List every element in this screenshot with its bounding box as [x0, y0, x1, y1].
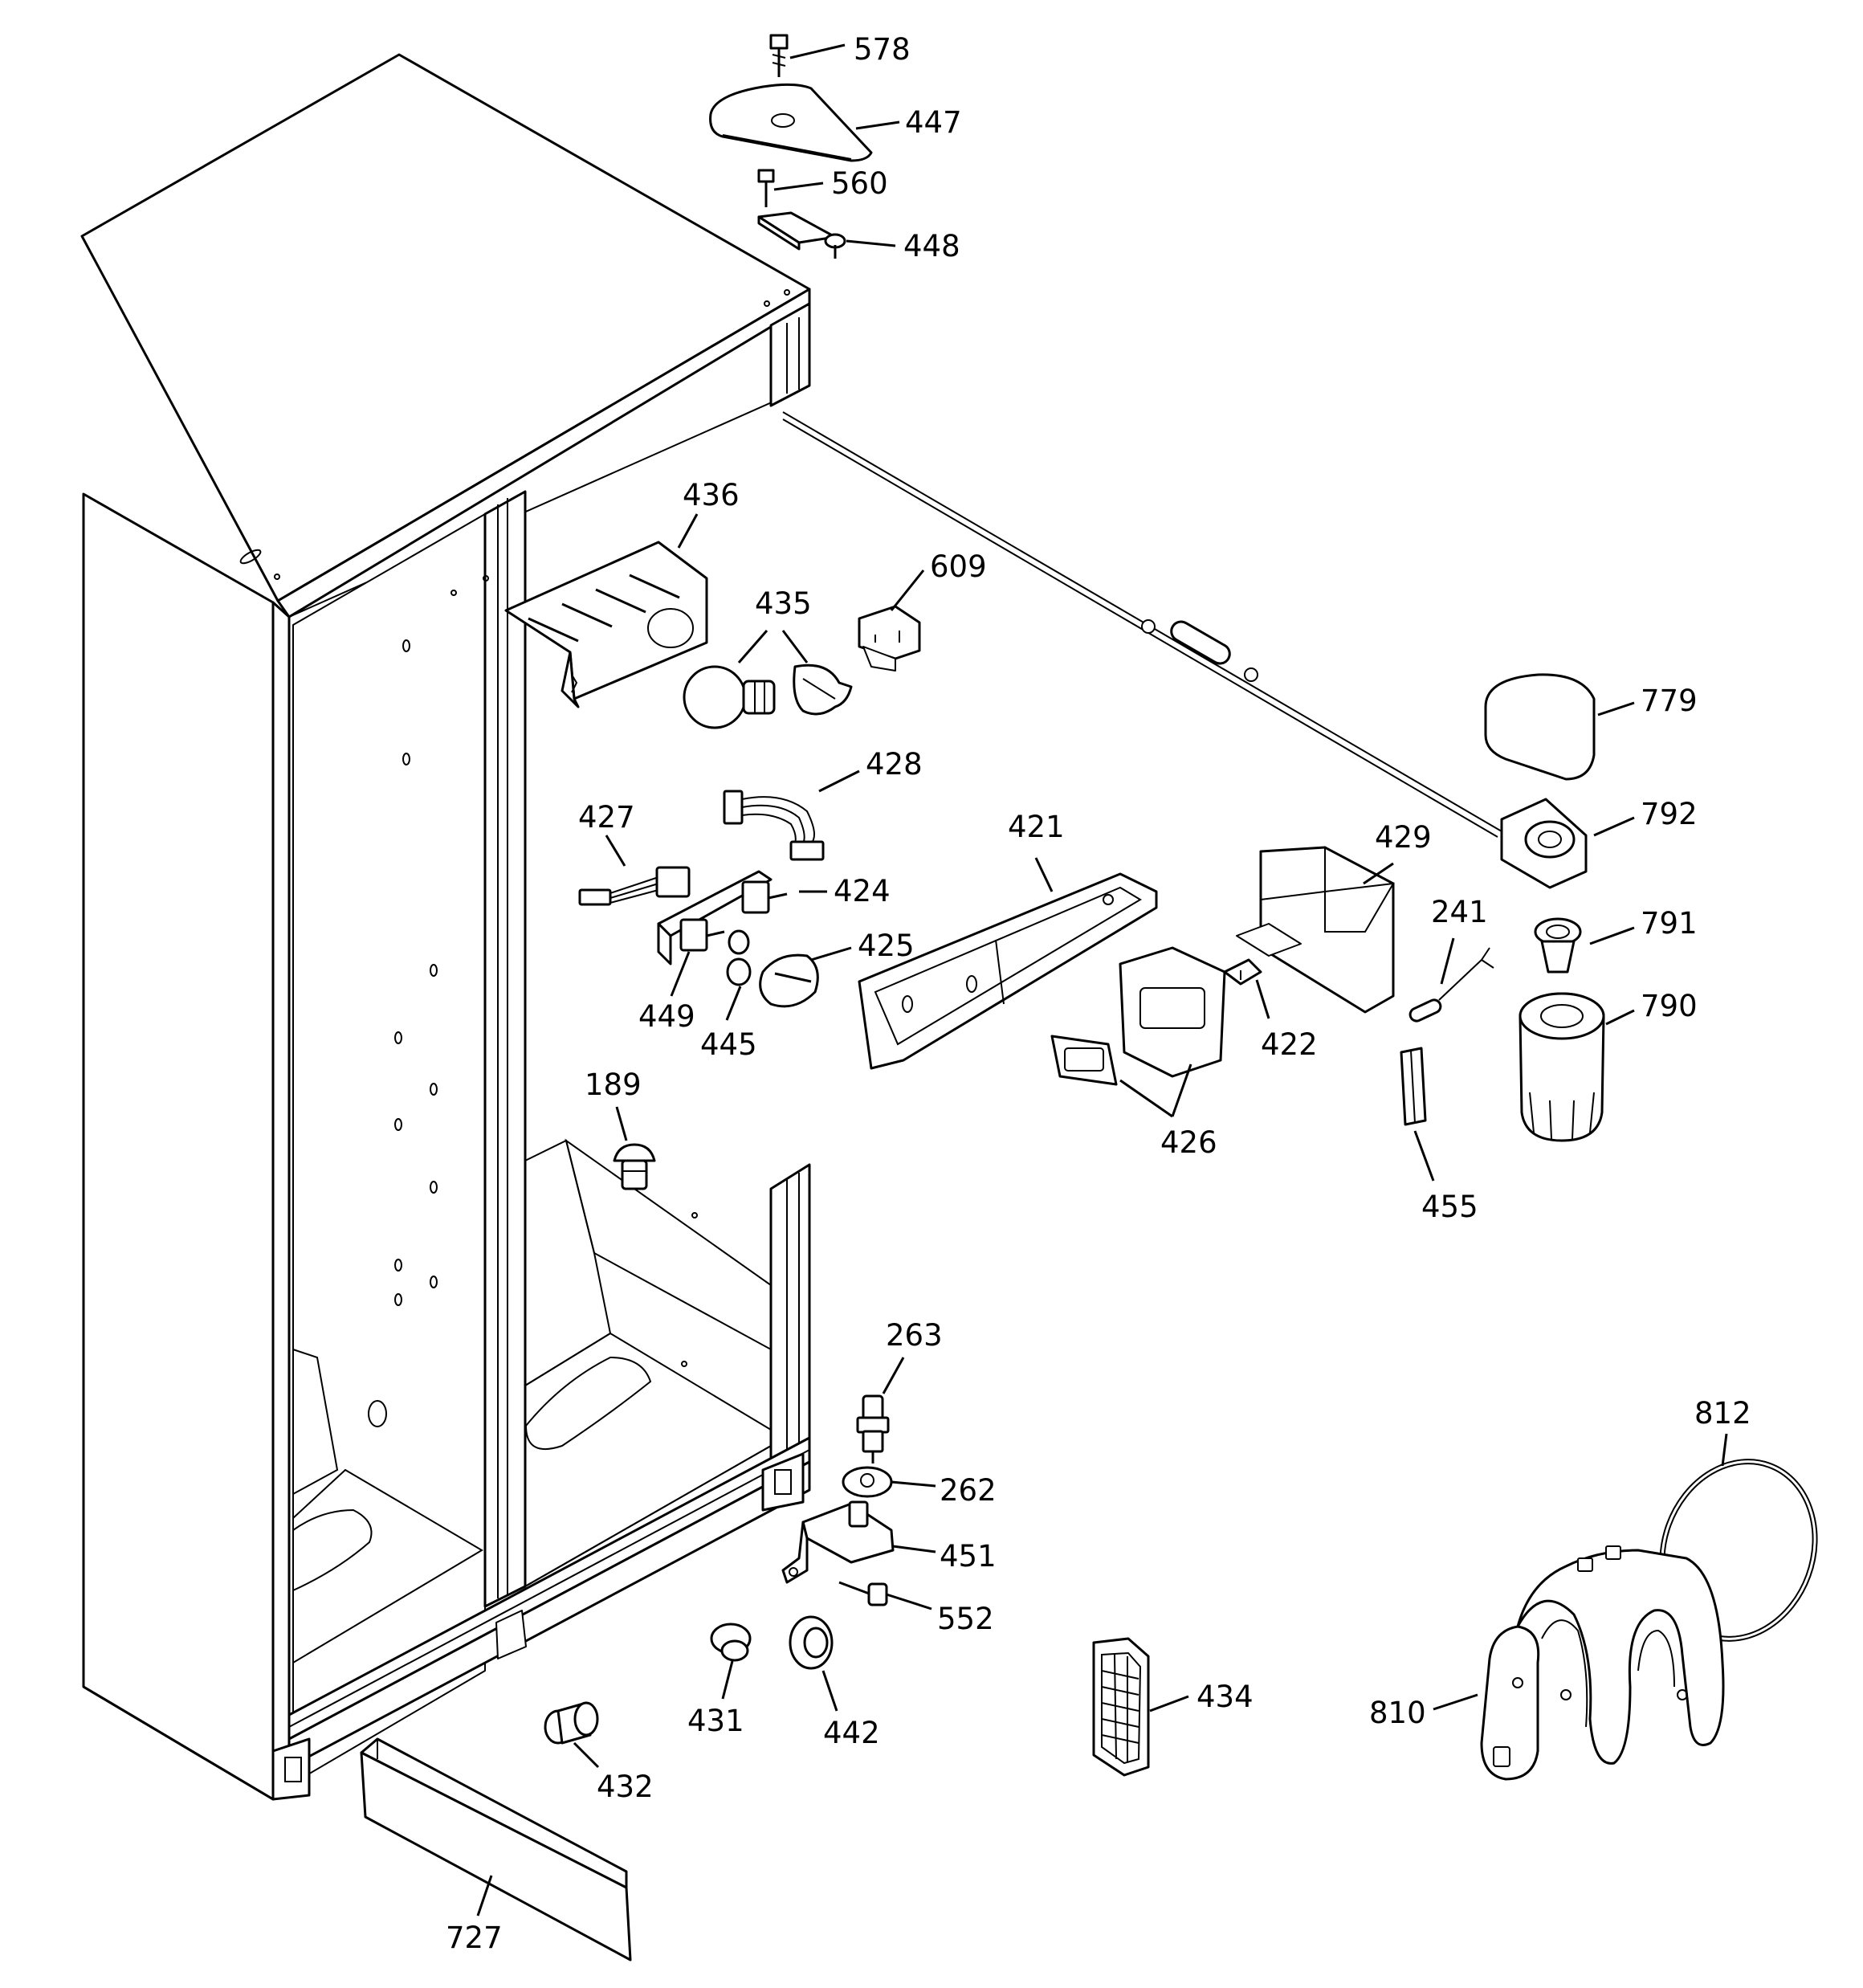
label-609: 609	[930, 549, 987, 584]
label-435: 435	[755, 586, 812, 621]
part-442-washer	[789, 1615, 834, 1670]
label-552: 552	[937, 1602, 994, 1636]
label-432: 432	[597, 1770, 654, 1804]
part-189-plug	[613, 1143, 656, 1190]
part-421-control-housing	[858, 872, 1158, 1070]
part-791-bypass-plug	[1534, 917, 1582, 974]
cabinet-holes	[274, 289, 790, 1427]
label-445: 445	[700, 1027, 757, 1062]
part-552-screw	[838, 1581, 888, 1606]
label-779: 779	[1641, 684, 1698, 718]
label-447: 447	[905, 105, 962, 140]
part-263-door-switch	[856, 1394, 890, 1463]
label-263: 263	[886, 1318, 943, 1353]
label-578: 578	[854, 32, 911, 67]
label-449: 449	[638, 999, 695, 1034]
part-431-plug	[710, 1623, 752, 1662]
label-424: 424	[834, 874, 891, 908]
part-426-dispenser-paddle	[1050, 946, 1226, 1086]
part-451-bottom-hinge	[781, 1500, 895, 1584]
part-609-switch	[858, 605, 921, 672]
part-436-light-shield	[504, 541, 708, 708]
part-425-knob	[759, 953, 819, 1008]
refrigerator-cabinet	[80, 53, 811, 1801]
part-447-hinge-cover	[709, 83, 873, 162]
label-451: 451	[940, 1539, 997, 1574]
label-428: 428	[866, 747, 923, 782]
label-436: 436	[683, 478, 740, 512]
label-425: 425	[858, 929, 915, 963]
grille-slots	[1101, 1654, 1139, 1761]
label-560: 560	[831, 166, 888, 201]
part-448-hinge	[757, 211, 846, 259]
part-432-plug	[544, 1701, 599, 1745]
label-241: 241	[1431, 895, 1488, 929]
part-434-grille	[1092, 1637, 1150, 1777]
part-792-filter-head	[1500, 798, 1588, 889]
label-421: 421	[1008, 810, 1065, 844]
part-727-kick-plate	[360, 1737, 632, 1961]
label-429: 429	[1375, 820, 1432, 855]
label-448: 448	[903, 229, 960, 263]
label-790: 790	[1641, 989, 1698, 1023]
label-442: 442	[823, 1716, 880, 1750]
part-429-dispenser-box	[1236, 846, 1395, 1014]
part-422-microswitch	[1223, 958, 1262, 986]
refrigerant-tube	[782, 411, 1502, 838]
part-578-screw	[769, 34, 789, 77]
part-241-thermistor	[1408, 947, 1494, 1023]
label-434: 434	[1196, 1680, 1254, 1714]
part-262-washer	[842, 1466, 893, 1498]
part-435-light-bulb-socket	[683, 663, 853, 729]
part-810-812-tubing	[1480, 1459, 1818, 1781]
label-792: 792	[1641, 797, 1698, 831]
label-426: 426	[1160, 1125, 1217, 1160]
part-424-control-board	[657, 870, 788, 965]
label-189: 189	[585, 1067, 642, 1102]
label-455: 455	[1421, 1190, 1478, 1224]
part-428-wire-harness	[723, 790, 825, 861]
label-812: 812	[1694, 1396, 1751, 1431]
part-labels: 578 447 560 448 436 609 435 779 428 427 …	[446, 32, 1751, 1955]
part-427-wire-harness	[578, 866, 691, 906]
part-445-bushing	[726, 929, 752, 986]
label-791: 791	[1641, 906, 1698, 941]
label-431: 431	[687, 1704, 744, 1738]
part-560-screw	[757, 169, 775, 207]
label-427: 427	[578, 800, 635, 835]
part-790-water-filter	[1519, 992, 1605, 1142]
label-262: 262	[940, 1473, 997, 1508]
label-422: 422	[1261, 1027, 1318, 1062]
label-727: 727	[446, 1921, 503, 1955]
label-810: 810	[1369, 1696, 1426, 1730]
leader-lines	[476, 43, 1728, 1917]
part-455-heater	[1400, 1047, 1427, 1126]
part-779-filter-cap	[1484, 673, 1596, 781]
